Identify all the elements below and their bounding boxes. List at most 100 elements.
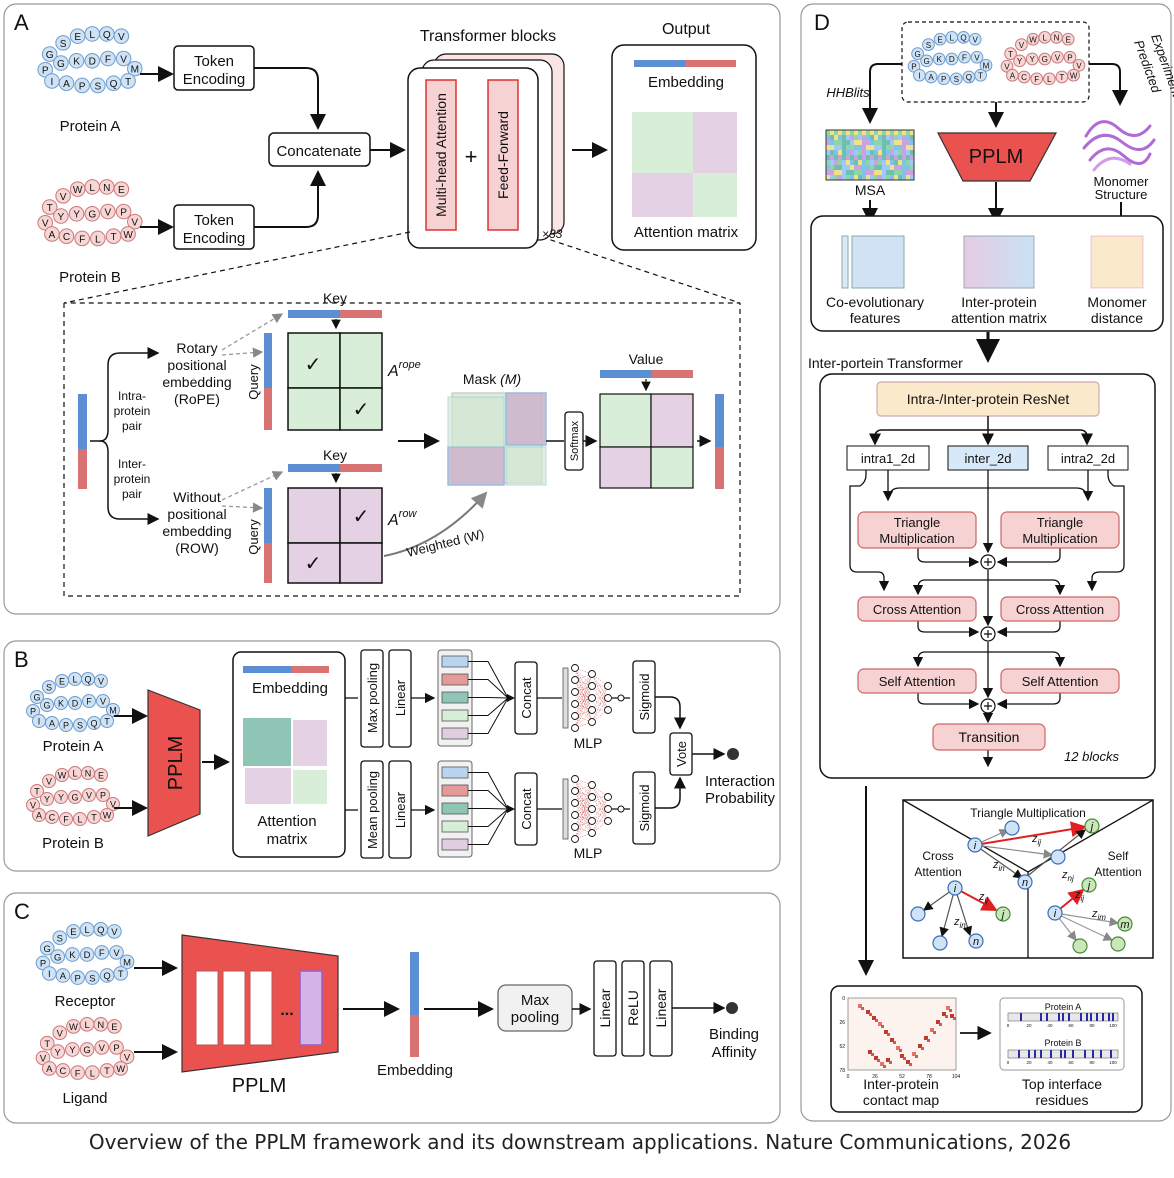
intra1-label: intra1_2d [861, 451, 915, 466]
rope-line4: (RoPE) [174, 391, 220, 407]
output-embedding-bar-a [634, 60, 685, 67]
residue-letter: T [125, 77, 131, 88]
residue-letter: Y [69, 1045, 76, 1056]
residue-letter: L [89, 30, 95, 41]
mask-label: Mask (M) [463, 371, 521, 387]
residue-letter: Y [73, 210, 80, 221]
detail-input-bar-b [78, 449, 87, 489]
residue-letter: C [1021, 73, 1027, 82]
residue-letter: P [100, 791, 106, 801]
residue-letter: N [103, 183, 110, 194]
self-node-m-label: m [1120, 919, 1129, 931]
residue-letter: F [63, 815, 69, 825]
residue-letter: Q [966, 73, 972, 82]
receptor-label: Receptor [55, 993, 116, 1010]
pplm-trapezoid-b [147, 689, 201, 837]
ligand-label: Ligand [62, 1090, 107, 1107]
output-attn-q4 [693, 173, 737, 217]
residue-tick: 0 [1007, 1060, 1010, 1065]
interaction-output-dot [727, 748, 739, 760]
residue-letter: N [1054, 34, 1060, 43]
residue-letter: N [85, 769, 92, 779]
pplm-label-b: PPLM [165, 736, 187, 790]
cross-z-ij: zij [978, 891, 988, 905]
residue-letter: V [99, 1043, 106, 1054]
check-row-1: ✓ [353, 506, 370, 528]
residue-letter: C [60, 1066, 67, 1077]
inter-pair-line3: pair [122, 487, 142, 501]
residue-letter: G [71, 793, 78, 803]
contact-x-tick: 0 [847, 1074, 850, 1080]
residue-letter: Q [110, 79, 118, 90]
msa-alignment [825, 129, 915, 181]
intra2-label: intra2_2d [1061, 451, 1115, 466]
a-row-label: Arow [387, 508, 417, 529]
linear-box-c1 [593, 960, 617, 1057]
monomer-structure-line1: Monomer [1094, 174, 1150, 189]
monomer-distance-line2: distance [1091, 310, 1143, 326]
residue-letter: T [1059, 73, 1064, 82]
msa-label: MSA [855, 182, 886, 198]
linear-label-c1: Linear [597, 988, 613, 1027]
cross-attention-2-label: Cross Attention [1016, 602, 1104, 617]
rope-line1: Rotary [176, 340, 217, 356]
relu-box-c [621, 960, 645, 1057]
residue-letter: A [49, 719, 55, 729]
residue-letter: L [84, 925, 89, 936]
interaction-label-line1: Interaction [705, 773, 775, 790]
residue-letter: V [124, 1053, 131, 1064]
residue-letter: T [47, 203, 53, 214]
residue-letter: T [110, 232, 116, 243]
contact-y-tick: 52 [839, 1044, 845, 1050]
sigmoid-label-2: Sigmoid [637, 785, 652, 832]
tri-node-n-label: n [1022, 877, 1028, 889]
residue-letter: V [30, 801, 36, 811]
residue-letter: P [30, 707, 36, 717]
residue-letter: Q [90, 719, 97, 729]
row-line2: positional [167, 506, 226, 522]
residue-letter: S [46, 683, 52, 693]
residue-letter: W [73, 185, 83, 196]
residue-letter: W [1070, 71, 1078, 80]
residue-letter: V [57, 1028, 64, 1039]
key-bar-row-b [340, 464, 382, 472]
residue-letter: M [131, 65, 139, 76]
row-line1: Without [173, 489, 221, 505]
residue-letter: G [57, 59, 65, 70]
cross-node-i-label: i [954, 883, 957, 895]
mean-pooling-box-b [360, 760, 384, 859]
feature-stack-mean [437, 760, 515, 858]
residue-letter: G [33, 693, 40, 703]
embedding-label-b: Embedding [252, 680, 328, 697]
residue-letter: Y [58, 793, 64, 803]
tri-node-j-label: j [1089, 821, 1094, 833]
residue-letter: Y [58, 212, 65, 223]
cross-node-j [995, 906, 1011, 922]
residue-letter: V [105, 207, 112, 218]
mlp-network-1 [537, 664, 630, 732]
query-bar-row-b [264, 543, 272, 583]
residue-letter: P [911, 62, 916, 71]
residue-letter: W [103, 811, 112, 821]
residue-letter: V [60, 192, 67, 203]
cross-title-line1: Cross [922, 849, 953, 863]
intra-pair-line1: Intra- [118, 389, 146, 403]
embedding-label-c: Embedding [377, 1062, 453, 1079]
cross-title-line2: Attention [914, 865, 961, 879]
residue-letter: G [914, 50, 920, 59]
residue-letter: L [1047, 75, 1052, 84]
query-bar-rope-b [264, 388, 272, 430]
figure-caption: Overview of the PPLM framework and its d… [88, 1130, 1072, 1154]
self-node-j [1081, 877, 1097, 893]
coevo-line2: features [850, 310, 901, 326]
residue-letter: N [97, 1020, 104, 1031]
contact-x-tick: 52 [899, 1074, 905, 1080]
token-encoding-b-line1: Token [194, 212, 234, 229]
residue-letter: P [79, 81, 86, 92]
output-embedding-label: Embedding [648, 74, 724, 91]
concat-label-b1: Concat [519, 677, 534, 719]
panel-a-frame [3, 3, 781, 615]
